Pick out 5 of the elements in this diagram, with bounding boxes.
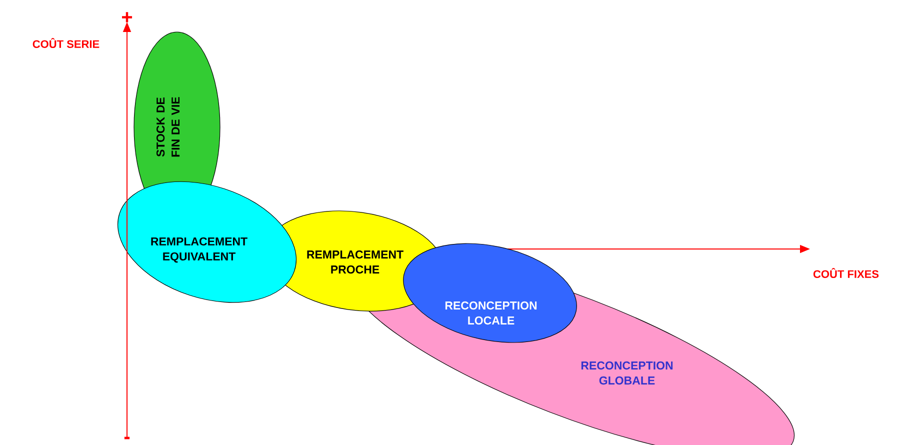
oval-region: RECONCEPTION LOCALE [403,243,577,343]
axis-label: COÛT SERIE [32,38,100,48]
oval-region: REMPLACEMENT EQUIVALENT [118,181,296,303]
axis-label: COÛT FIXES [813,268,879,278]
axis-label: + [122,12,132,22]
